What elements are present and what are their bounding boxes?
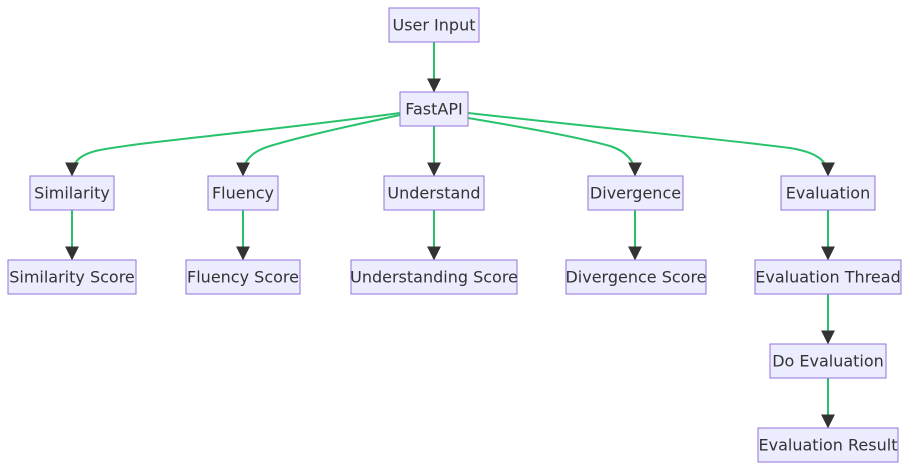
node-label: Understanding Score — [350, 268, 518, 287]
node-user-input: User Input — [388, 7, 480, 43]
node-fastapi: FastAPI — [399, 91, 469, 127]
node-fluency-score: Fluency Score — [185, 259, 301, 295]
node-label: FastAPI — [405, 100, 462, 119]
node-label: Fluency — [212, 184, 274, 203]
node-evaluation: Evaluation — [780, 175, 876, 211]
node-label: Do Evaluation — [772, 352, 884, 371]
node-label: Divergence — [590, 184, 681, 203]
node-label: Understand — [387, 184, 480, 203]
edges-layer — [65, 42, 835, 429]
node-evaluation-result: Evaluation Result — [757, 427, 899, 463]
node-divergence: Divergence — [587, 175, 684, 211]
node-fluency: Fluency — [207, 175, 279, 211]
node-label: Fluency Score — [187, 268, 299, 287]
node-label: User Input — [393, 16, 476, 35]
node-label: Divergence Score — [565, 268, 706, 287]
node-understand: Understand — [383, 175, 485, 211]
node-similarity: Similarity — [29, 175, 115, 211]
edge-fastapi-to-fluency — [236, 114, 401, 177]
node-do-evaluation: Do Evaluation — [769, 343, 887, 379]
edge-fastapi-to-divergence — [467, 117, 642, 177]
node-divergence-score: Divergence Score — [565, 259, 707, 295]
node-label: Evaluation Thread — [755, 268, 900, 287]
node-label: Similarity — [34, 184, 110, 203]
node-understanding-score: Understanding Score — [350, 259, 518, 295]
edge-fastapi-to-evaluation — [467, 112, 835, 177]
node-similarity-score: Similarity Score — [7, 259, 137, 295]
node-label: Similarity Score — [9, 268, 135, 287]
node-label: Evaluation — [786, 184, 870, 203]
nodes-layer: User Input FastAPI Similarity Fluency Un… — [7, 7, 902, 463]
node-evaluation-thread: Evaluation Thread — [754, 259, 902, 295]
edge-fastapi-to-similarity — [65, 112, 401, 177]
node-label: Evaluation Result — [759, 436, 898, 455]
